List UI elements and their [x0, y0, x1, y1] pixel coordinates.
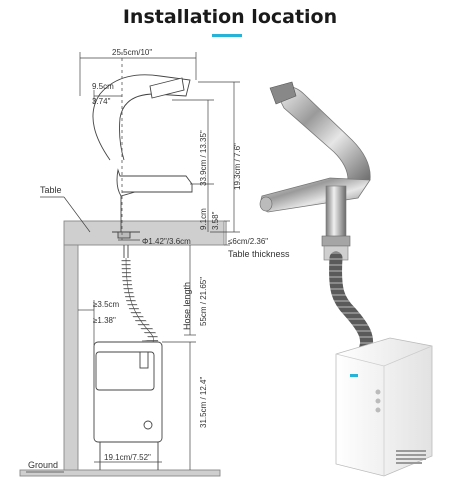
faucet-outline	[92, 74, 193, 232]
faucet-column	[325, 185, 347, 239]
clearance-cm-label: ≥3.5cm	[93, 300, 120, 309]
spout-reach-cm-label: 9.5cm	[92, 82, 114, 91]
height-spout-label: 33.9cm / 13.35"	[199, 130, 208, 186]
width-total-label: 25.5cm/10"	[112, 48, 152, 57]
faucet-spout	[275, 86, 371, 181]
product-render	[259, 81, 433, 477]
height-outlet-in-label: 3.58"	[211, 211, 220, 230]
table-thickness-value: ≤6cm/2.36"	[228, 237, 268, 246]
table-top	[63, 220, 225, 246]
hose-render	[329, 251, 374, 359]
box-height-label: 31.5cm / 12.4"	[199, 377, 208, 428]
height-total-label: 19.3cm / 7.6"	[233, 143, 242, 190]
hole-diameter-label: Φ1.42"/3.6cm	[142, 237, 191, 246]
height-outlet-cm-label: 9.1cm	[199, 208, 208, 230]
page-title: Installation location	[122, 6, 338, 28]
hose-length-label: Hose length	[182, 282, 192, 330]
ground	[19, 469, 221, 477]
spout-reach-in-label: 3.74"	[92, 97, 111, 106]
faucet-handle	[260, 177, 371, 213]
table-thickness-label: Table thickness	[228, 249, 290, 259]
vent-grille	[396, 450, 426, 464]
table-label: Table	[40, 185, 62, 195]
dimension-lines	[26, 52, 240, 473]
hose-length-value: 55cm / 21.65"	[199, 277, 208, 326]
line-drawing	[19, 52, 225, 477]
ground-label: Ground	[28, 460, 58, 470]
table-leg	[63, 244, 79, 472]
title-accent-underline	[212, 34, 242, 37]
clearance-in-label: ≥1.38"	[93, 316, 116, 325]
box-width-label: 19.1cm/7.52"	[104, 453, 151, 462]
